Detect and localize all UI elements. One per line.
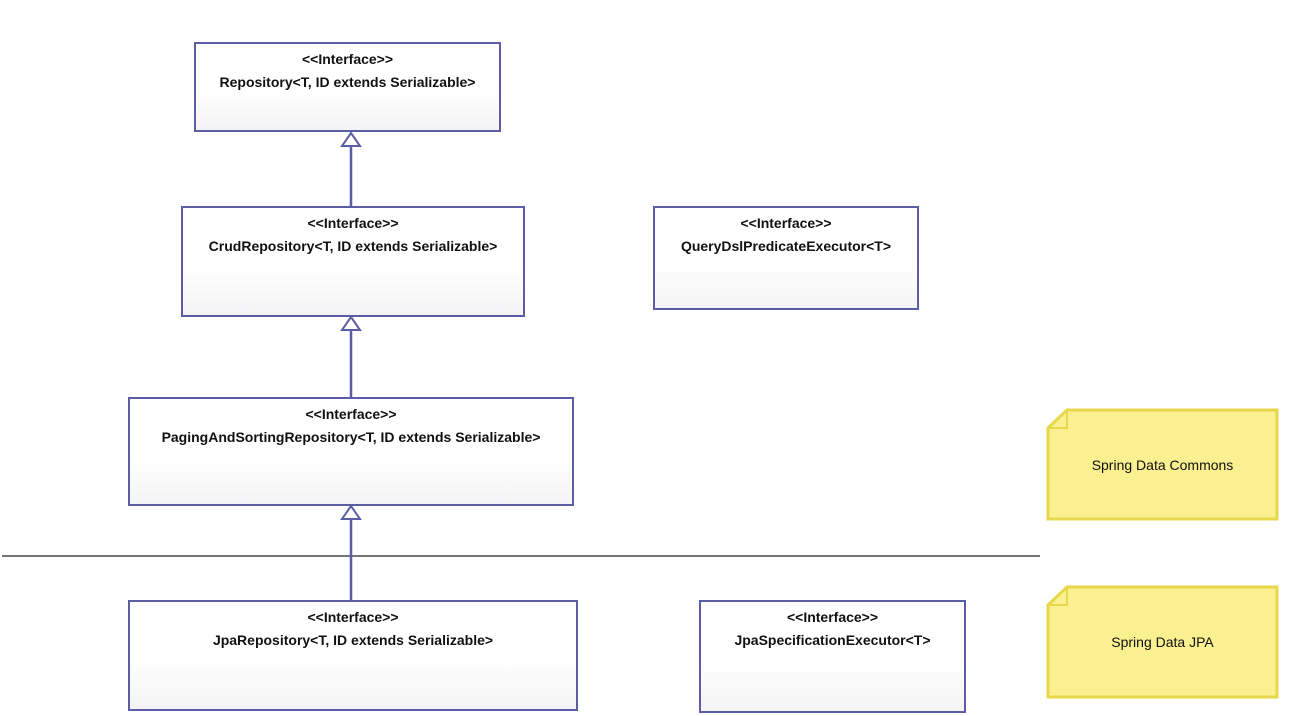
crud-repository-interface-box[interactable]: <<Interface>> CrudRepository<T, ID exten… <box>181 206 525 317</box>
interface-name: QueryDslPredicateExecutor<T> <box>680 238 892 254</box>
inheritance-arrow-crud-to-repository <box>340 131 362 206</box>
stereotype-label: <<Interface>> <box>301 51 394 67</box>
stereotype-label: <<Interface>> <box>305 406 397 422</box>
inheritance-arrow-jpa-to-paging <box>340 504 362 600</box>
interface-name: JpaRepository<T, ID extends Serializable… <box>212 632 494 648</box>
jpa-specification-executor-interface-box[interactable]: <<Interface>> JpaSpecificationExecutor<T… <box>699 600 966 713</box>
note-shape <box>1046 408 1279 521</box>
note-label: Spring Data JPA <box>1111 634 1214 650</box>
spring-data-commons-note[interactable]: Spring Data Commons <box>1046 408 1279 521</box>
stereotype-label: <<Interface>> <box>786 609 879 625</box>
interface-name: PagingAndSortingRepository<T, ID extends… <box>161 429 541 445</box>
note-label: Spring Data Commons <box>1091 456 1234 473</box>
inheritance-arrow-paging-to-crud <box>340 315 362 397</box>
note-shape <box>1046 585 1279 699</box>
spring-data-jpa-note[interactable]: Spring Data JPA <box>1046 585 1279 699</box>
jpa-repository-interface-box[interactable]: <<Interface>> JpaRepository<T, ID extend… <box>128 600 578 711</box>
querydsl-predicate-executor-interface-box[interactable]: <<Interface>> QueryDslPredicateExecutor<… <box>653 206 919 310</box>
interface-name: CrudRepository<T, ID extends Serializabl… <box>208 238 498 254</box>
interface-name: Repository<T, ID extends Serializable> <box>219 74 476 90</box>
paging-and-sorting-repository-interface-box[interactable]: <<Interface>> PagingAndSortingRepository… <box>128 397 574 506</box>
repository-interface-box[interactable]: <<Interface>> Repository<T, ID extends S… <box>194 42 501 132</box>
stereotype-label: <<Interface>> <box>307 215 399 231</box>
stereotype-label: <<Interface>> <box>307 609 399 625</box>
stereotype-label: <<Interface>> <box>740 215 832 231</box>
interface-name: JpaSpecificationExecutor<T> <box>734 632 931 648</box>
